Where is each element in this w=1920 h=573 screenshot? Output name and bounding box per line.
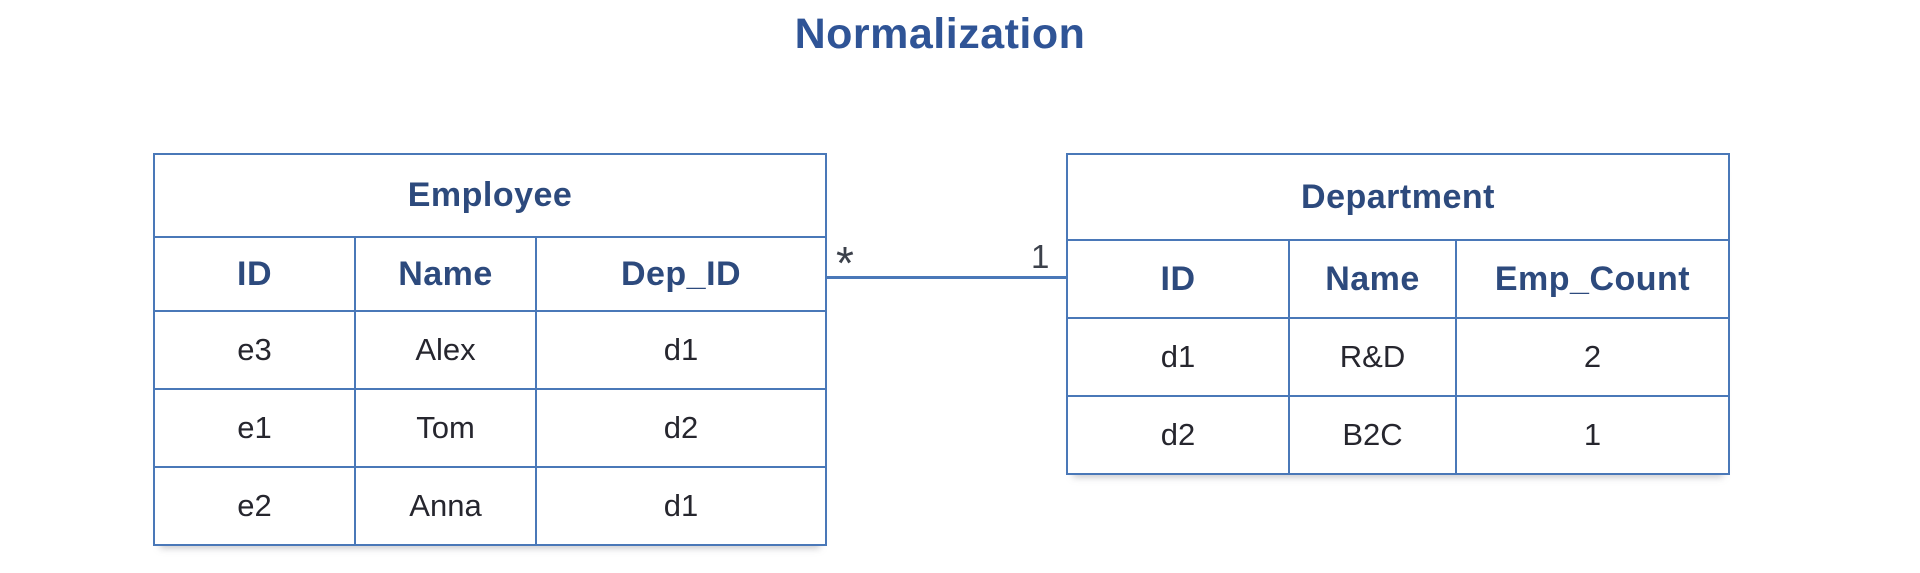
department-table-row: d1 R&D 2 bbox=[1066, 317, 1730, 397]
department-header-emp-count: Emp_Count bbox=[1455, 239, 1730, 319]
employee-header-id: ID bbox=[153, 236, 356, 312]
table-cell: d1 bbox=[534, 310, 828, 390]
cardinality-many-label: * bbox=[836, 237, 854, 289]
department-header-name: Name bbox=[1288, 239, 1457, 319]
table-cell: d2 bbox=[534, 388, 828, 468]
department-table-title: Department bbox=[1066, 153, 1730, 241]
employee-header-name: Name bbox=[354, 236, 537, 312]
employee-table-title-row: Employee bbox=[152, 153, 828, 238]
employee-table-row: e1 Tom d2 bbox=[153, 388, 828, 468]
employee-table: Employee ID Name Dep_ID e3 Alex d1 e1 To… bbox=[152, 153, 828, 546]
employee-table-title: Employee bbox=[152, 153, 828, 238]
table-cell: e1 bbox=[153, 388, 356, 468]
department-table-title-row: Department bbox=[1066, 153, 1730, 241]
employee-header-row: ID Name Dep_ID bbox=[153, 236, 828, 312]
department-header-id: ID bbox=[1066, 239, 1290, 319]
table-cell: d1 bbox=[1066, 317, 1290, 397]
department-table: Department ID Name Emp_Count d1 R&D 2 d2… bbox=[1066, 153, 1730, 475]
table-cell: 1 bbox=[1455, 395, 1730, 475]
table-cell: e2 bbox=[153, 466, 356, 546]
table-cell: R&D bbox=[1288, 317, 1457, 397]
department-header-row: ID Name Emp_Count bbox=[1066, 239, 1730, 319]
employee-header-dep-id: Dep_ID bbox=[534, 236, 828, 312]
table-cell: e3 bbox=[153, 310, 356, 390]
department-table-row: d2 B2C 1 bbox=[1066, 395, 1730, 475]
table-cell: d2 bbox=[1066, 395, 1290, 475]
table-cell: d1 bbox=[534, 466, 828, 546]
table-cell: 2 bbox=[1455, 317, 1730, 397]
table-cell: Tom bbox=[354, 388, 537, 468]
relationship-line bbox=[825, 276, 1068, 279]
table-cell: Alex bbox=[354, 310, 537, 390]
page-title: Normalization bbox=[794, 10, 1086, 58]
employee-table-row: e3 Alex d1 bbox=[153, 310, 828, 390]
table-cell: Anna bbox=[354, 466, 537, 546]
employee-table-row: e2 Anna d1 bbox=[153, 466, 828, 546]
table-cell: B2C bbox=[1288, 395, 1457, 475]
cardinality-one-label: 1 bbox=[1031, 238, 1050, 275]
